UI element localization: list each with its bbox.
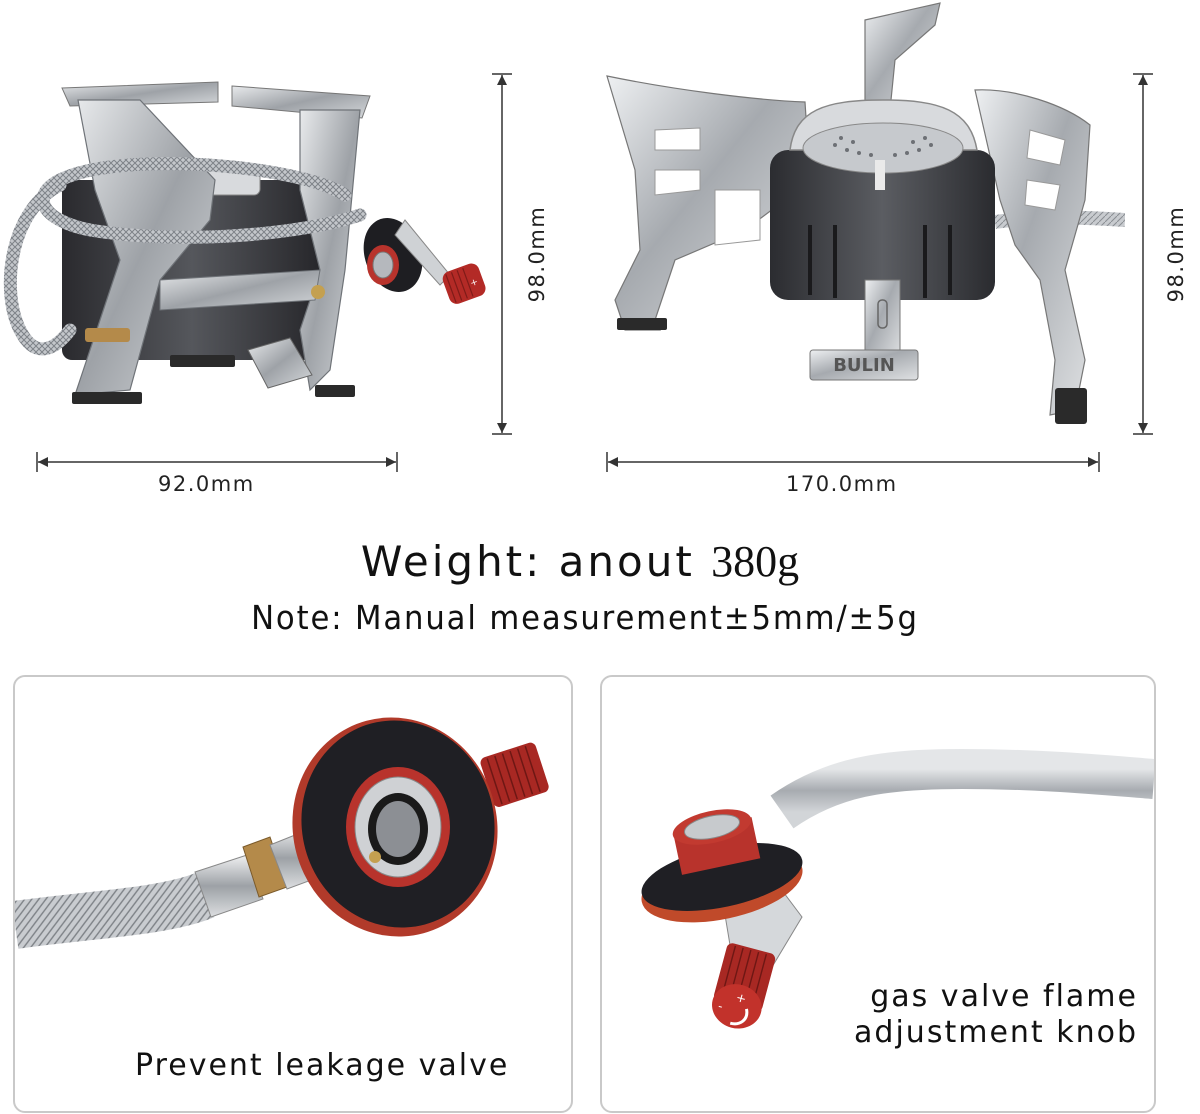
- svg-text:+: +: [469, 277, 480, 289]
- width-dimension-line-right: [606, 452, 1100, 472]
- svg-text:-: -: [717, 999, 725, 1014]
- flame-knob-panel: + - gas valve flame adjustment knob: [600, 675, 1156, 1113]
- svg-text:+: +: [734, 990, 747, 1006]
- stove-folded-image: +: [0, 70, 500, 420]
- flame-knob-caption-line1: gas valve flame: [870, 979, 1138, 1014]
- leakage-valve-panel: Prevent leakage valve: [13, 675, 573, 1113]
- height-label-unfolded: 98.0mm: [1164, 205, 1188, 303]
- height-label-folded: 98.0mm: [525, 205, 549, 303]
- leakage-valve-caption: Prevent leakage valve: [135, 1048, 510, 1083]
- width-dimension-line-left: [36, 452, 398, 472]
- weight-value: 380g: [711, 537, 800, 586]
- flame-knob-image: + -: [641, 748, 1154, 1029]
- measurement-note: Note: Manual measurement±5mm/±5g: [251, 598, 919, 637]
- weight-prefix: Weight: anout: [360, 537, 712, 586]
- stove-unfolded-image: BULIN: [595, 0, 1125, 440]
- flame-knob-caption-line2: adjustment knob: [854, 1015, 1138, 1050]
- width-label-folded: 92.0mm: [158, 472, 255, 496]
- weight-spec: Weight: anout 380g: [0, 536, 1160, 587]
- width-label-unfolded: 170.0mm: [786, 472, 898, 496]
- height-dimension-line-right: [1133, 73, 1153, 435]
- height-dimension-line-left: [492, 73, 512, 435]
- brand-plate-text: BULIN: [833, 355, 895, 376]
- leakage-valve-image: [15, 717, 549, 949]
